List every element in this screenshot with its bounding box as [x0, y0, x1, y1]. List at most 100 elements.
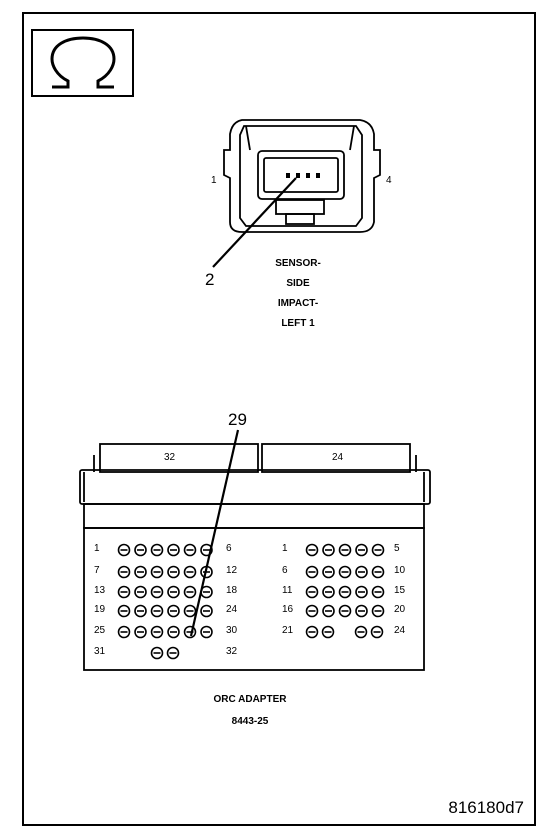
block-left-label: 32	[164, 452, 176, 463]
adapter-pin-hole	[322, 585, 335, 599]
right-row-end-label: 15	[394, 585, 406, 596]
adapter-pin-hole	[117, 585, 131, 599]
sensor-pin-1-label: 1	[211, 175, 217, 186]
left-row-end-label: 30	[226, 625, 238, 636]
sensor-pin-4-label: 4	[386, 175, 392, 186]
adapter-pin-hole	[150, 646, 164, 660]
adapter-pin-hole	[134, 625, 147, 639]
adapter-holes	[117, 543, 385, 660]
callout-2: 2	[205, 270, 215, 289]
adapter-pin-hole	[117, 625, 131, 639]
left-row-start-label: 25	[94, 625, 106, 636]
adapter-pin-hole	[200, 585, 213, 599]
adapter-pin-hole	[305, 565, 319, 579]
adapter-pin-hole	[150, 543, 164, 557]
omega-symbol-box	[31, 29, 134, 97]
adapter-pin-hole	[134, 585, 147, 599]
orc-adapter-body	[79, 443, 431, 671]
right-row-start-label: 1	[282, 543, 288, 554]
right-row-end-label: 5	[394, 543, 400, 554]
adapter-pin-hole	[305, 604, 319, 618]
adapter-part-number: 8443-25	[231, 716, 269, 727]
left-row-end-label: 12	[226, 565, 238, 576]
adapter-pin-hole	[338, 585, 352, 599]
sensor-label-line-3: IMPACT-	[277, 298, 319, 309]
adapter-pin-hole	[117, 543, 131, 557]
adapter-pin-hole	[322, 543, 335, 557]
adapter-pin-hole	[200, 565, 213, 579]
left-row-end-label: 32	[226, 646, 238, 657]
adapter-pin-hole	[150, 625, 164, 639]
adapter-pin-hole	[355, 565, 368, 579]
adapter-pin-hole	[183, 585, 197, 599]
adapter-pin-hole	[150, 585, 164, 599]
left-row-end-label: 6	[226, 543, 232, 554]
adapter-pin-hole	[338, 604, 352, 618]
adapter-pin-hole	[117, 565, 131, 579]
adapter-pin-hole	[371, 585, 385, 599]
adapter-pin-hole	[150, 604, 164, 618]
adapter-pin-hole	[134, 604, 147, 618]
callout-2-leader	[212, 177, 297, 268]
adapter-pin-hole	[321, 625, 335, 639]
adapter-pin-hole	[166, 646, 180, 660]
adapter-pin-hole	[167, 565, 180, 579]
callout-29-leader	[189, 429, 240, 637]
adapter-pin-hole	[354, 625, 368, 639]
adapter-pin-hole	[338, 543, 352, 557]
sensor-label: SENSOR- SIDE IMPACT- LEFT 1	[250, 254, 346, 334]
adapter-pin-hole	[322, 565, 335, 579]
adapter-pin-hole	[370, 625, 384, 639]
left-row-end-label: 18	[226, 585, 238, 596]
adapter-pin-hole	[322, 604, 335, 618]
left-row-start-label: 13	[94, 585, 106, 596]
right-row-start-label: 21	[282, 625, 294, 636]
adapter-pin-hole	[200, 604, 213, 618]
adapter-pin-hole	[134, 565, 147, 579]
omega-icon	[49, 36, 116, 89]
adapter-pin-hole	[167, 625, 180, 639]
adapter-pin-hole	[167, 585, 180, 599]
adapter-pin-hole	[355, 604, 368, 618]
right-row-start-label: 11	[282, 585, 293, 596]
left-row-start-label: 7	[94, 565, 100, 576]
sensor-label-line-1: SENSOR-	[275, 258, 321, 269]
adapter-pin-hole	[183, 543, 197, 557]
adapter-pin-hole	[150, 565, 164, 579]
adapter-pin-hole	[183, 604, 197, 618]
adapter-pin-hole	[183, 625, 197, 639]
adapter-pin-hole	[167, 543, 180, 557]
figure-id: 816180d7	[448, 798, 524, 817]
sensor-label-line-4: LEFT 1	[281, 318, 315, 329]
sensor-pins	[286, 173, 320, 178]
adapter-pin-hole	[371, 543, 385, 557]
adapter-pin-hole	[200, 543, 213, 557]
block-right-label: 24	[332, 452, 344, 463]
left-row-start-label: 19	[94, 604, 106, 615]
adapter-pin-hole	[117, 604, 131, 618]
right-row-end-label: 24	[394, 625, 406, 636]
adapter-pin-hole	[338, 565, 352, 579]
adapter-name: ORC ADAPTER	[213, 694, 287, 705]
right-row-end-label: 20	[394, 604, 406, 615]
left-row-end-label: 24	[226, 604, 238, 615]
sensor-connector	[223, 119, 381, 233]
adapter-pin-hole	[355, 543, 368, 557]
adapter-pin-hole	[305, 625, 319, 639]
adapter-pin-hole	[305, 543, 319, 557]
left-row-start-label: 1	[94, 543, 100, 554]
figure-frame	[22, 12, 536, 826]
right-row-start-label: 16	[282, 604, 294, 615]
adapter-pin-hole	[167, 604, 180, 618]
adapter-pin-hole	[305, 585, 319, 599]
adapter-pin-hole	[200, 625, 213, 639]
adapter-pin-hole	[371, 565, 385, 579]
adapter-pin-hole	[355, 585, 368, 599]
left-row-start-label: 31	[94, 646, 106, 657]
right-row-end-label: 10	[394, 565, 406, 576]
callout-29: 29	[228, 410, 247, 429]
adapter-pin-hole	[371, 604, 385, 618]
sensor-label-line-2: SIDE	[286, 278, 310, 289]
adapter-pin-hole	[183, 565, 197, 579]
